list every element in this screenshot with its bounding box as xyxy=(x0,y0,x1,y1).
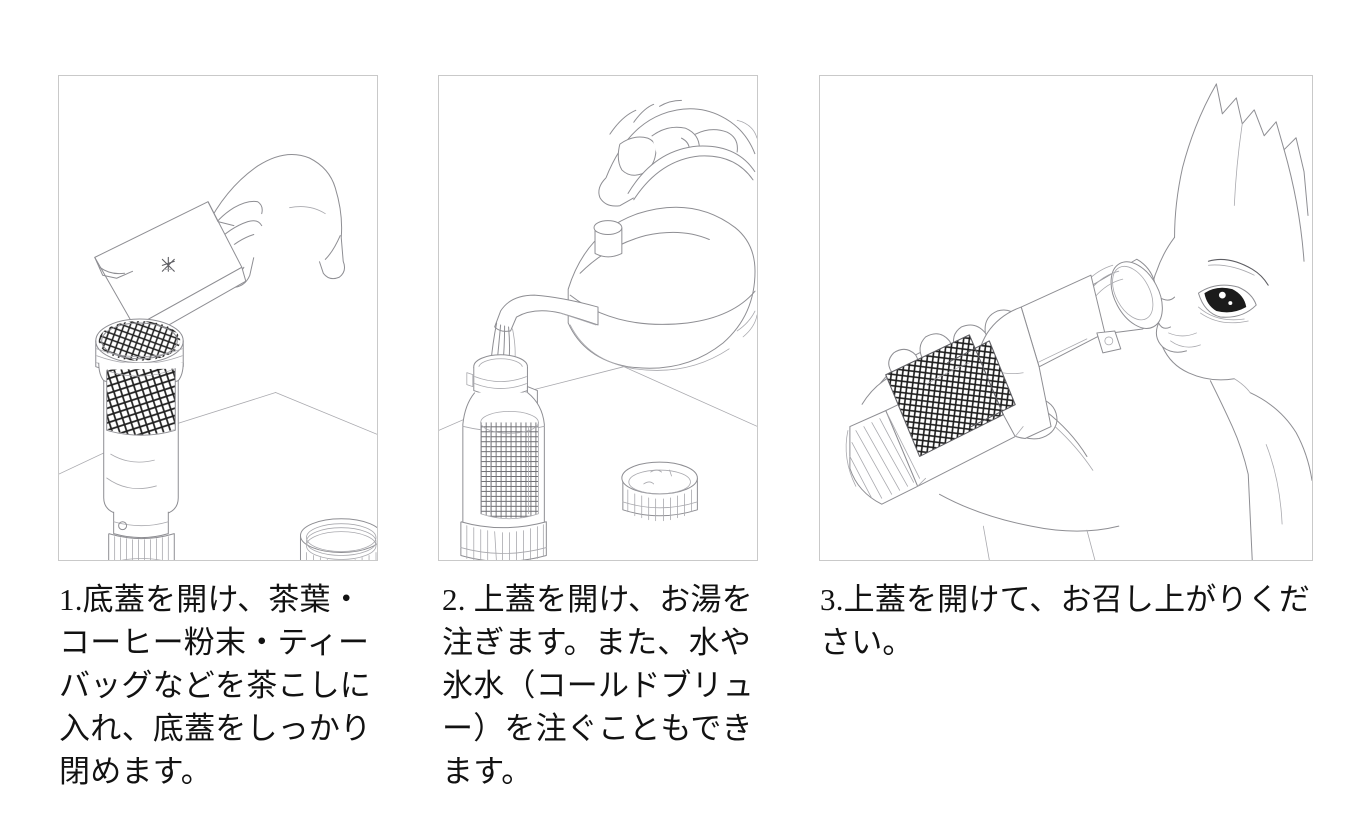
kettle-spout xyxy=(494,294,599,332)
step-1-drawing xyxy=(59,153,377,560)
bottle-cap-open[interactable] xyxy=(1086,253,1173,337)
person-profile-face xyxy=(1152,83,1312,560)
step-1-caption: 1.底蓋を開け、茶葉・コーヒー粉末・ティーバッグなどを茶こしに入れ、底蓋をしっか… xyxy=(59,582,372,789)
base-ribs xyxy=(466,524,544,560)
tilted-bottle xyxy=(845,253,1173,505)
step-2-caption: 2. 上蓋を開け、お湯を注ぎます。また、水や氷水（コールドブリュー）を注ぐことも… xyxy=(442,582,754,789)
kettle xyxy=(494,145,757,371)
mesh-strainer-top xyxy=(98,320,181,361)
top-cap-on-table[interactable] xyxy=(621,461,698,522)
mesh-strainer-body xyxy=(106,368,176,435)
base-ribs xyxy=(849,414,921,499)
hair xyxy=(1174,83,1309,262)
step-3-illustration-panel xyxy=(819,75,1313,561)
step-3-caption: 3.上蓋を開けて、お召し上がりください。 xyxy=(820,582,1311,660)
step-1-illustration-panel xyxy=(58,75,378,561)
step-2-drawing xyxy=(439,99,757,560)
eyebrow xyxy=(1207,258,1269,286)
eye xyxy=(1197,284,1257,324)
bottom-cap-on-table[interactable] xyxy=(299,518,377,560)
pouch-logo-icon xyxy=(161,256,175,272)
kettle-lid-knob xyxy=(593,220,623,258)
step-2-illustration-panel xyxy=(438,75,758,561)
inverted-bottle xyxy=(95,318,184,560)
upright-bottle xyxy=(460,354,547,560)
tea-pouch xyxy=(94,201,247,344)
base-ribs xyxy=(114,536,169,560)
table-corner xyxy=(59,392,377,475)
step-3-drawing xyxy=(845,83,1312,560)
